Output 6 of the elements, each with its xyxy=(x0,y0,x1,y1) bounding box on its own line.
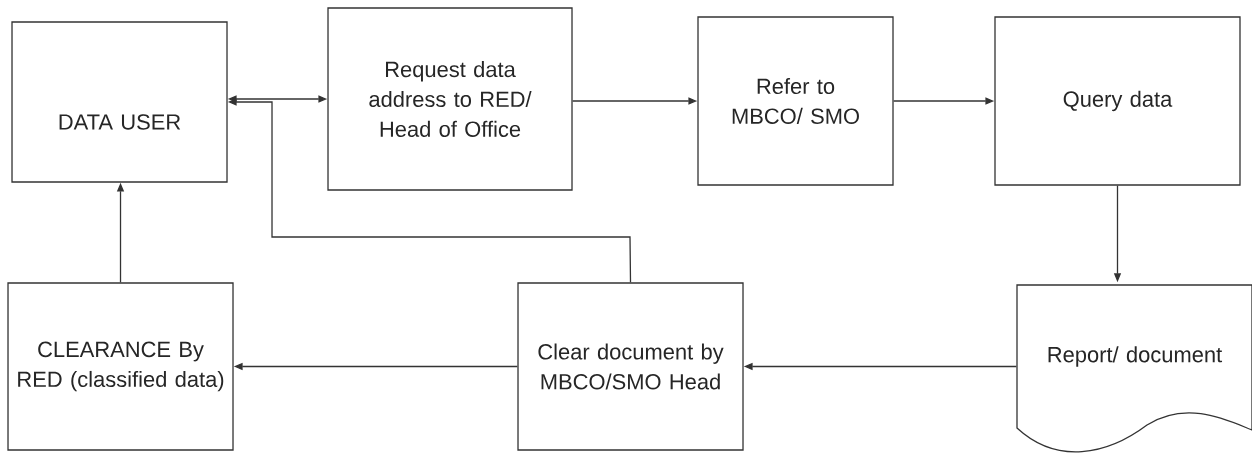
process-box: Request data address to RED/ Head of Office xyxy=(327,7,573,191)
process-box: Refer to MBCO/ SMO xyxy=(697,16,894,186)
process-box: Clear document by MBCO/SMO Head xyxy=(517,282,744,451)
process-box: CLEARANCE By RED (classified data) xyxy=(7,282,234,451)
process-box: DATA USER xyxy=(11,21,228,183)
process-box: Query data xyxy=(994,16,1241,186)
